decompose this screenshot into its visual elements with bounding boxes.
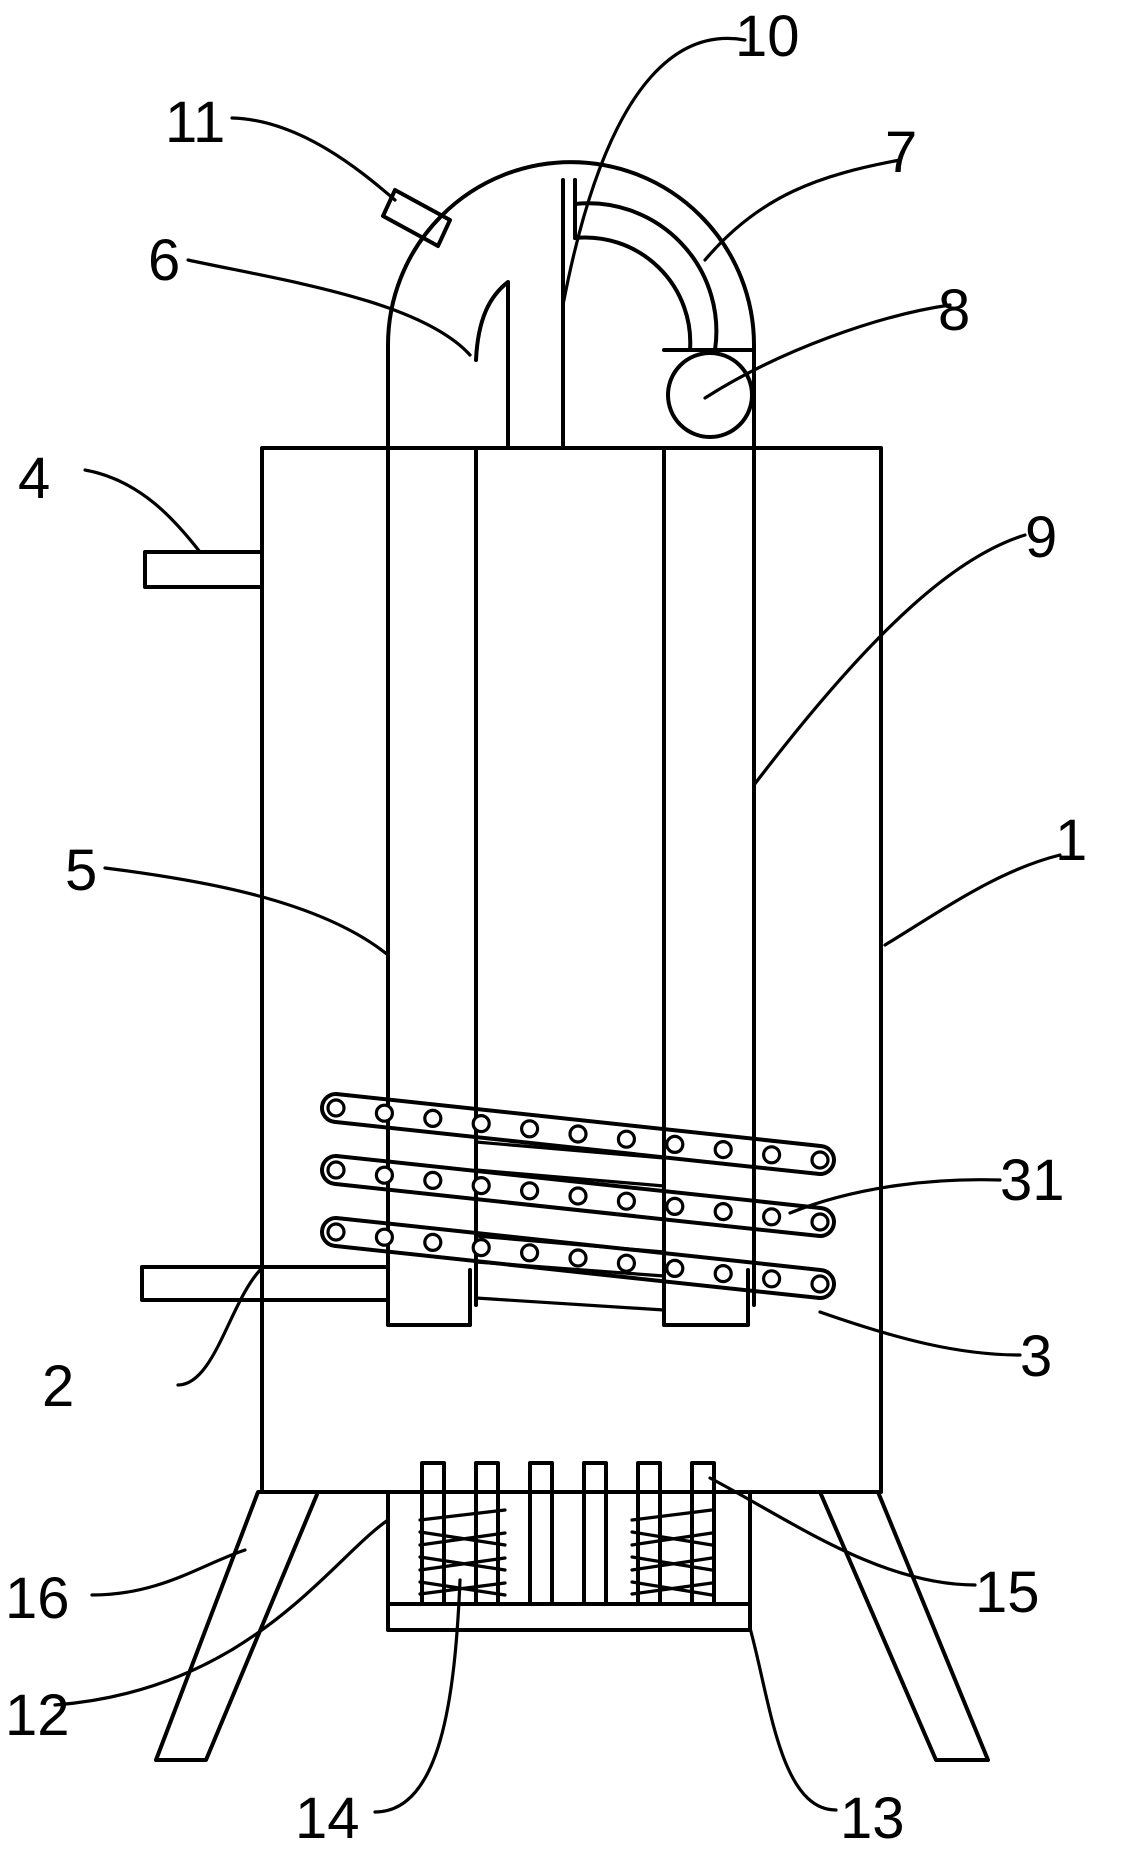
leader-7 (703, 158, 902, 262)
u-tube (386, 160, 756, 1307)
leader-3 (818, 1310, 1022, 1357)
coil-hole (568, 1186, 588, 1206)
leader-13 (748, 1626, 838, 1812)
leg-right (818, 1490, 990, 1762)
leader-14 (373, 1578, 462, 1814)
coil-hole (519, 1119, 540, 1139)
coil-hole (374, 1227, 394, 1247)
burner-box (386, 1490, 752, 1632)
leader-9 (752, 533, 1027, 787)
partition-plate (561, 178, 666, 450)
label-2: 2 (42, 1354, 74, 1419)
label-14: 14 (295, 1786, 360, 1851)
baffle-plate (474, 280, 510, 450)
coil-row-2 (320, 1154, 836, 1238)
u-tube-outer (386, 160, 756, 1307)
coil-hole (519, 1243, 540, 1263)
coil-hole (713, 1139, 733, 1160)
leader-31 (788, 1178, 1002, 1215)
coil-hole (423, 1232, 443, 1253)
coil-hole (471, 1113, 491, 1134)
label-8: 8 (938, 278, 970, 343)
leader-4 (83, 468, 202, 554)
leader-lines (53, 36, 1062, 1814)
leader-8 (703, 303, 952, 400)
label-12: 12 (5, 1683, 70, 1748)
arch-channel-inner (573, 235, 693, 352)
label-6: 6 (148, 228, 180, 293)
leader-5 (103, 866, 390, 957)
label-9: 9 (1025, 505, 1057, 570)
circular-part (666, 351, 754, 439)
coil-hole (713, 1201, 733, 1222)
coil-hole (761, 1207, 782, 1227)
label-16: 16 (5, 1566, 70, 1631)
coil-hole (810, 1212, 830, 1232)
coil-connectors (474, 1140, 666, 1312)
coil-hole (616, 1129, 637, 1149)
side-pipe-upper (143, 550, 264, 589)
coil-hole (568, 1124, 588, 1144)
coil-hole (761, 1269, 782, 1289)
label-4: 4 (18, 446, 50, 511)
coil-hole (471, 1175, 491, 1196)
coil-hole (616, 1253, 637, 1273)
coil-hole (423, 1108, 443, 1129)
label-7: 7 (885, 120, 917, 185)
dome-fitting (381, 188, 452, 248)
right-leg-foot (662, 1268, 750, 1327)
coil-hole (423, 1170, 443, 1191)
label-11: 11 (165, 90, 225, 155)
coil-hole (326, 1160, 346, 1180)
coil-hole (616, 1191, 637, 1211)
label-10: 10 (735, 4, 800, 69)
label-15: 15 (975, 1560, 1040, 1625)
arch-channel-outer (573, 178, 719, 352)
coil-hole (665, 1134, 685, 1155)
label-5: 5 (65, 838, 97, 903)
coil-hole (568, 1248, 588, 1268)
leader-12 (53, 1518, 390, 1707)
label-3: 3 (1020, 1324, 1052, 1389)
coil-hole (810, 1274, 830, 1294)
tank-body (260, 446, 883, 1494)
leader-6 (186, 258, 472, 357)
coil-hole (713, 1263, 733, 1284)
grate-bar (690, 1461, 716, 1606)
leader-15 (708, 1476, 977, 1587)
springs (418, 1508, 714, 1597)
coil-hole (374, 1165, 394, 1185)
grate-bar (582, 1461, 608, 1606)
left-leg-foot (386, 1268, 472, 1327)
leader-2 (176, 1266, 264, 1387)
leader-10 (561, 36, 747, 307)
coil-hole (519, 1181, 540, 1201)
inlet-pipe (140, 1265, 390, 1302)
leader-1 (883, 853, 1062, 947)
coil-hole (810, 1150, 830, 1170)
coil-hole (665, 1258, 685, 1279)
coil-row-1 (320, 1092, 836, 1176)
coil-hole (471, 1237, 491, 1258)
coil-hole (326, 1098, 346, 1118)
leader-16 (90, 1548, 247, 1597)
label-13: 13 (840, 1786, 905, 1851)
reference-numerals: 1 2 3 31 4 5 6 7 8 9 10 11 12 13 14 15 1… (5, 4, 1087, 1851)
leg-left (154, 1490, 320, 1762)
spring-left (418, 1508, 507, 1597)
coil-hole (374, 1103, 394, 1123)
grate-bars (420, 1461, 716, 1606)
label-31: 31 (1000, 1148, 1065, 1213)
perforated-coil (320, 1092, 836, 1300)
leader-11 (230, 116, 397, 202)
grate-bar (528, 1461, 554, 1606)
coil-hole (665, 1196, 685, 1217)
coil-hole (326, 1222, 346, 1242)
coil-row-3 (320, 1216, 836, 1300)
label-1: 1 (1055, 808, 1087, 873)
coil-hole (761, 1145, 782, 1165)
spring-right (630, 1508, 714, 1597)
